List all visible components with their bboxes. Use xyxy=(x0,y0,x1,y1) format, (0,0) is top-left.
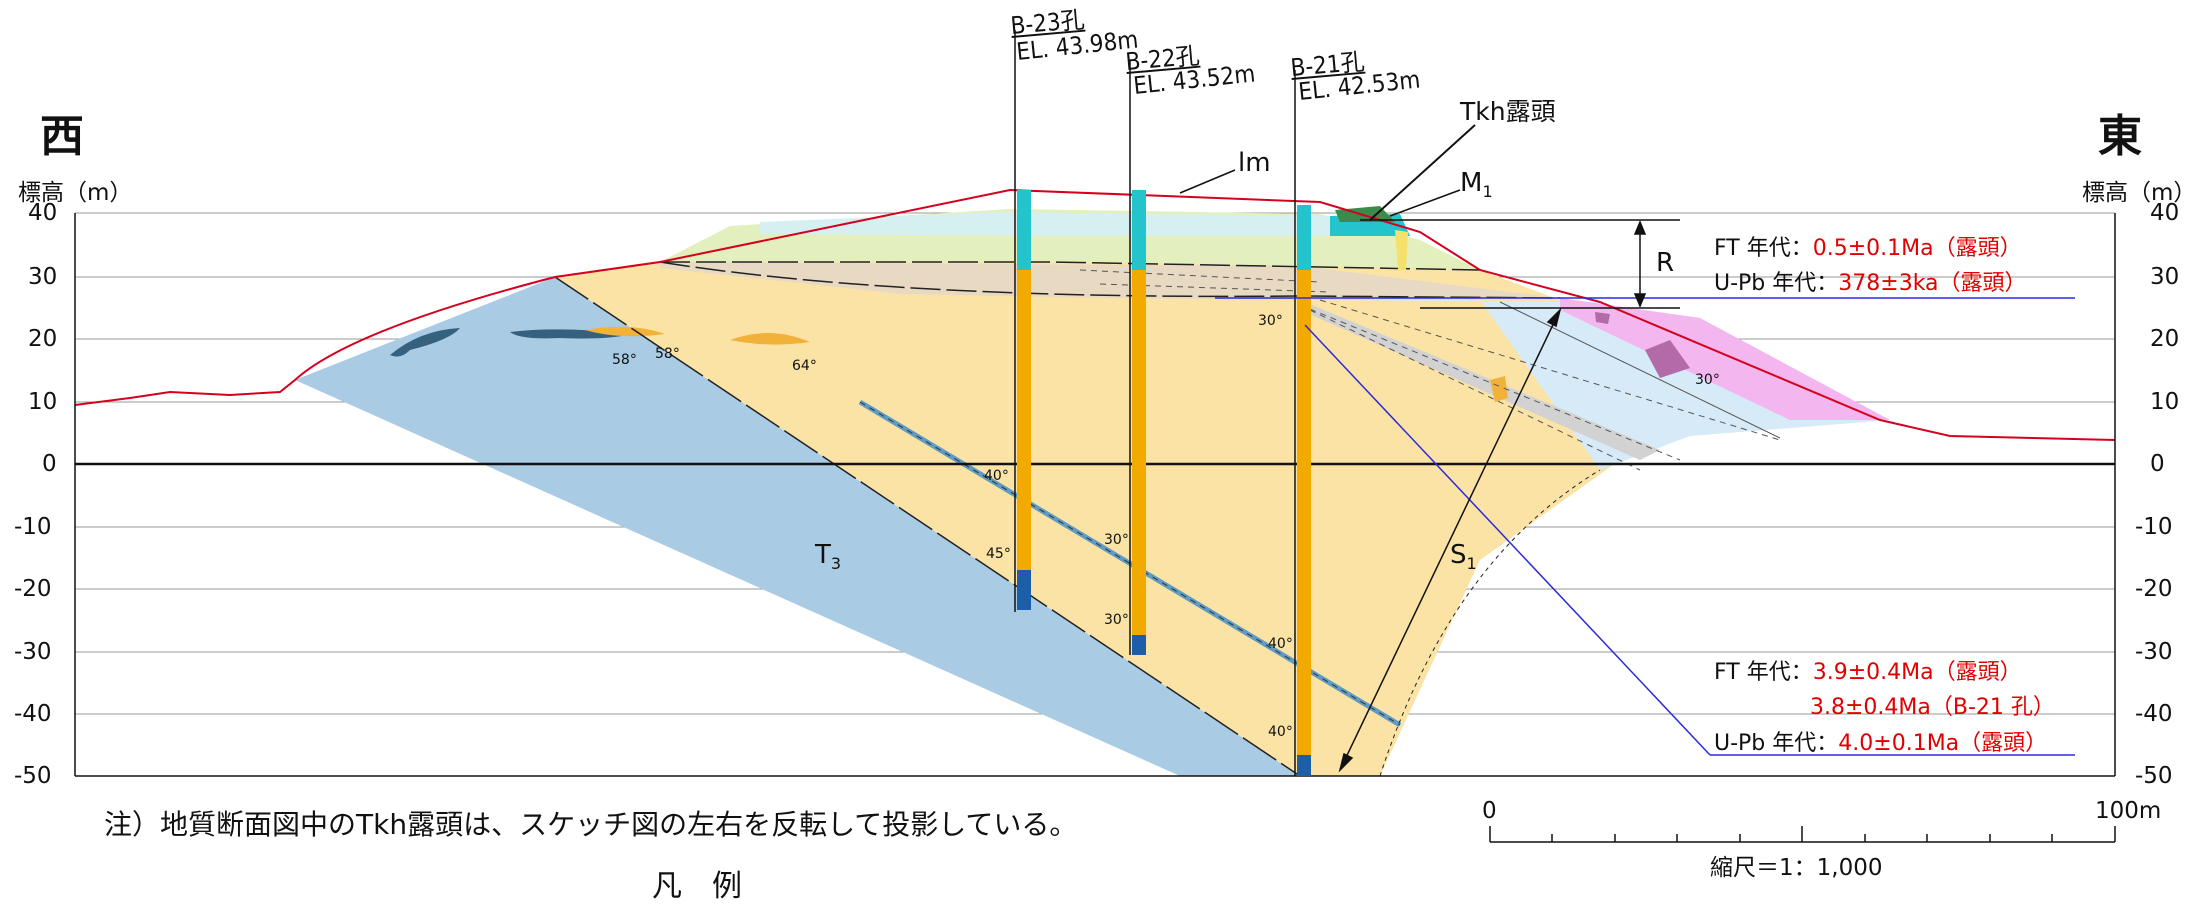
outcrop-pointer xyxy=(1369,124,1476,221)
unit-light-blue xyxy=(1300,300,1890,470)
elevation-axis-title-left: 標高（m） xyxy=(18,180,133,206)
tick-left-0: 0 xyxy=(42,451,57,477)
lens-purple-1 xyxy=(1645,340,1690,378)
scale-end-label: 100m xyxy=(2095,798,2162,824)
dip-angle: 64° xyxy=(792,358,817,374)
tick-left-m50: -50 xyxy=(14,763,52,789)
lower-ft-age: FT 年代：3.9±0.4Ma（露頭） xyxy=(1714,660,2022,685)
scale-start-label: 0 xyxy=(1482,798,1497,824)
tick-right-0: 0 xyxy=(2150,451,2165,477)
unit-light-cyan xyxy=(760,212,1380,236)
outcrop-yellow xyxy=(1395,230,1408,270)
borehole-b23 xyxy=(1014,30,1031,612)
elevation-axis-title-right: 標高（m） xyxy=(2082,180,2197,206)
tick-left-m40: -40 xyxy=(14,701,52,727)
tick-right-m50: -50 xyxy=(2135,763,2173,789)
tick-right-10: 10 xyxy=(2150,389,2180,415)
r-bracket xyxy=(1360,219,1680,309)
unit-label-s1: S1 xyxy=(1450,540,1477,574)
legend-title: 凡例 xyxy=(652,869,772,904)
east-label: 東 xyxy=(2098,111,2142,162)
topographic-surface xyxy=(74,188,2116,441)
tick-left-20: 20 xyxy=(28,326,58,352)
unit-gray-wedge xyxy=(1300,300,1660,460)
upper-ft-age: FT 年代：0.5±0.1Ma（露頭） xyxy=(1714,236,2022,261)
axis-frames xyxy=(74,213,2116,777)
tick-left-m20: -20 xyxy=(14,576,52,602)
contact-t3-s1 xyxy=(554,276,1301,777)
tick-right-m40: -40 xyxy=(2135,701,2173,727)
lens-orange-2 xyxy=(730,332,810,345)
age-lines xyxy=(1215,297,2075,756)
m1-pointer xyxy=(1389,189,1461,217)
west-label: 西 xyxy=(40,111,84,162)
dip-angle: 45° xyxy=(986,546,1011,562)
unit-label-m1: M1 xyxy=(1460,168,1493,202)
upper-upb-age: U-Pb 年代：378±3ka（露頭） xyxy=(1714,271,2027,296)
unit-r-band xyxy=(660,262,1560,300)
dip-angle: 58° xyxy=(612,352,637,368)
dip-angle: 30° xyxy=(1258,313,1283,329)
dip-angle: 30° xyxy=(1104,532,1129,548)
dip-angle: 40° xyxy=(1268,724,1293,740)
tick-left-40: 40 xyxy=(28,200,58,226)
tick-right-30: 30 xyxy=(2150,264,2180,290)
dip-angle: 58° xyxy=(655,346,680,362)
lm-pointer xyxy=(1179,169,1236,194)
tick-left-m30: -30 xyxy=(14,639,52,665)
lens-orange-3 xyxy=(1490,376,1508,402)
dip-angle: 30° xyxy=(1104,612,1129,628)
lens-orange-1 xyxy=(585,326,665,337)
dip-angle: 40° xyxy=(1268,636,1293,652)
tick-right-20: 20 xyxy=(2150,326,2180,352)
tick-left-30: 30 xyxy=(28,264,58,290)
tick-left-10: 10 xyxy=(28,389,58,415)
unit-t3 xyxy=(295,277,1300,776)
s1-arrow xyxy=(1338,307,1562,773)
lens-dark-1 xyxy=(390,328,460,357)
tick-left-m10: -10 xyxy=(14,514,52,540)
unit-label-lm: lm xyxy=(1238,148,1271,178)
tick-right-40: 40 xyxy=(2150,200,2180,226)
lower-ft-age-borehole: 3.8±0.4Ma（B-21 孔） xyxy=(1810,695,2055,720)
lower-upb-age: U-Pb 年代：4.0±0.1Ma（露頭） xyxy=(1714,731,2048,756)
outcrop-label: Tkh露頭 xyxy=(1460,97,1556,126)
tick-right-m30: -30 xyxy=(2135,639,2173,665)
borehole-b21 xyxy=(1294,70,1311,776)
borehole-b22 xyxy=(1129,60,1146,655)
unit-label-t3: T3 xyxy=(815,540,842,574)
tick-right-m20: -20 xyxy=(2135,576,2173,602)
geologic-cross-section xyxy=(74,30,2116,843)
contact-s1-east xyxy=(1379,469,1601,777)
tick-right-m10: -10 xyxy=(2135,514,2173,540)
unit-s1 xyxy=(555,244,1640,776)
contact-r-base xyxy=(659,261,1561,299)
unit-label-r: R xyxy=(1656,248,1675,278)
dip-angle: 30° xyxy=(1695,372,1720,388)
scale-bar xyxy=(1489,826,2116,843)
contact-green-base xyxy=(660,261,1481,271)
projection-note: 注）地質断面図中のTkh露頭は、スケッチ図の左右を反転して投影している。 xyxy=(104,808,1078,841)
lens-purple-2 xyxy=(1595,312,1610,324)
dip-angle: 40° xyxy=(984,468,1009,484)
